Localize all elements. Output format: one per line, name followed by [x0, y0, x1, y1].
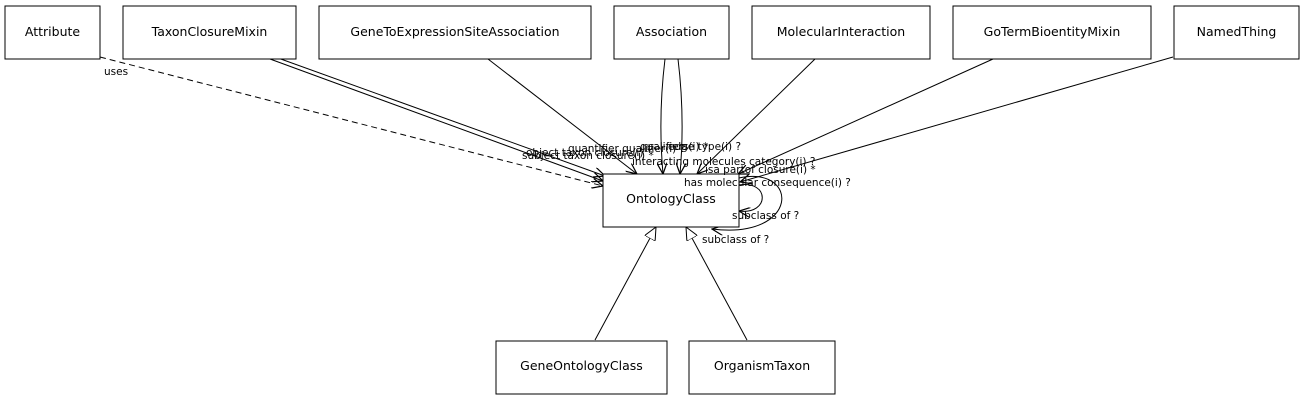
edge-interacting-molecules: [697, 58, 816, 174]
node-label: GeneToExpressionSiteAssociation: [350, 24, 559, 39]
edge-label-subclass-of-outer: subclass of ?: [702, 234, 769, 246]
node-label: MolecularInteraction: [777, 24, 905, 39]
edge-label-subclass-of-inner: subclass of ?: [732, 210, 799, 222]
node-label: TaxonClosureMixin: [151, 24, 268, 39]
node-association: Association: [613, 5, 730, 60]
edge-label-subject-taxon-closure: subject taxon closure(i) *: [522, 150, 654, 162]
edge-object-taxon-closure: [277, 57, 605, 176]
node-named-thing: NamedThing: [1173, 5, 1300, 60]
node-label: Attribute: [25, 24, 81, 39]
edge-subject-taxon-closure: [269, 58, 603, 181]
edge-label-has-molecular-consequence: has molecular consequence(i) ?: [684, 177, 851, 189]
edge-has-molecular-consequence: [740, 56, 1174, 182]
node-attribute: Attribute: [4, 5, 101, 60]
node-label: NamedThing: [1197, 24, 1277, 39]
node-ontology-class: OntologyClass: [602, 173, 740, 228]
node-organism-taxon: OrganismTaxon: [688, 340, 836, 395]
node-gene-ontology-class: GeneOntologyClass: [495, 340, 668, 395]
edge-uses: [99, 56, 603, 186]
node-go-term-bioentity-mixin: GoTermBioentityMixin: [952, 5, 1152, 60]
node-label: GeneOntologyClass: [520, 358, 643, 373]
edge-label-uses: uses: [104, 66, 128, 78]
edge-geneontology-generalization: [594, 227, 656, 341]
edge-quantifier-qualifier: [487, 58, 637, 174]
edge-organismtaxon-generalization: [686, 227, 748, 341]
edge-label-object-taxon-closure: object taxon closure(i) *: [526, 147, 652, 159]
edge-subclass-loop-inner: [739, 184, 763, 212]
node-taxon-closure-mixin: TaxonClosureMixin: [122, 5, 297, 60]
node-label: GoTermBioentityMixin: [984, 24, 1121, 39]
edge-label-qualifiers: qualifiers(i) *: [640, 141, 708, 153]
edge-label-edge-type: edge type(i) ?: [668, 141, 741, 153]
edge-label-quantifier-qualifier: quantifier qualifier(i) ?: [568, 143, 685, 155]
edge-isa-partof-closure: [738, 58, 994, 174]
edge-subclass-loop-outer: [712, 176, 783, 230]
edge-qualifiers: [661, 58, 665, 174]
node-label: OntologyClass: [626, 191, 716, 206]
edge-label-isa-partof-closure: isa partof closure(i) *: [705, 164, 816, 176]
node-gene-to-expression-site-association: GeneToExpressionSiteAssociation: [318, 5, 592, 60]
edge-label-interacting-molecules: interacting molecules category(i) ?: [632, 156, 815, 168]
node-molecular-interaction: MolecularInteraction: [751, 5, 931, 60]
edge-edge-type: [678, 58, 682, 174]
node-label: OrganismTaxon: [714, 358, 810, 373]
node-label: Association: [636, 24, 707, 39]
